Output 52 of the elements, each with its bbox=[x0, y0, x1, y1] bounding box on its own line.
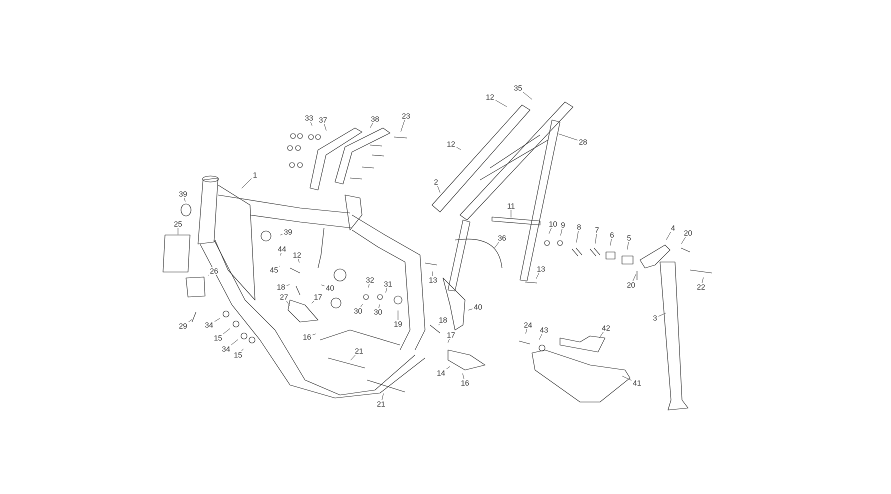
leader-line bbox=[522, 92, 532, 100]
leader-line bbox=[681, 236, 686, 244]
leader-line bbox=[214, 318, 220, 322]
leader-line bbox=[446, 366, 450, 370]
leader-line bbox=[632, 274, 636, 282]
leader-line bbox=[437, 186, 440, 193]
leader-line bbox=[666, 232, 671, 240]
leader-line bbox=[558, 134, 578, 140]
leader-line bbox=[432, 271, 433, 276]
leader-line bbox=[241, 348, 244, 352]
leader-line bbox=[627, 242, 629, 250]
leader-line bbox=[312, 334, 316, 336]
leader-line bbox=[538, 334, 542, 340]
leader-line bbox=[382, 393, 384, 400]
leader-line bbox=[599, 332, 604, 338]
leader-line bbox=[658, 312, 666, 317]
leader-line bbox=[385, 288, 388, 293]
leader-line bbox=[324, 124, 327, 131]
leader-line bbox=[286, 300, 290, 306]
leader-line bbox=[560, 228, 562, 236]
leader-line bbox=[536, 272, 540, 279]
leader-line bbox=[702, 277, 704, 284]
leader-line bbox=[494, 242, 500, 248]
leader-line bbox=[280, 252, 282, 256]
leader-line bbox=[548, 228, 552, 234]
leader-line bbox=[280, 234, 283, 236]
leader-line bbox=[370, 122, 374, 128]
leader-line bbox=[360, 304, 363, 308]
leader-line bbox=[230, 339, 238, 346]
leader-line bbox=[222, 328, 230, 334]
leader-line bbox=[378, 304, 380, 308]
leader-line bbox=[298, 258, 300, 263]
leader-line bbox=[310, 122, 312, 126]
leader-line bbox=[495, 100, 508, 107]
leader-line bbox=[350, 354, 356, 360]
leader-line bbox=[595, 234, 597, 244]
leader-line bbox=[468, 308, 473, 310]
leader-line bbox=[400, 120, 405, 132]
leader-line bbox=[525, 328, 528, 334]
leader-line bbox=[368, 284, 370, 288]
leader-line bbox=[462, 373, 464, 380]
leader-line bbox=[321, 284, 325, 286]
leader-line bbox=[184, 198, 186, 202]
leader-line bbox=[456, 147, 462, 150]
leader-line bbox=[286, 284, 290, 286]
leader-line bbox=[610, 238, 612, 246]
leader-line bbox=[510, 210, 512, 218]
leader-line bbox=[576, 230, 579, 243]
leader-line bbox=[448, 338, 450, 343]
leader-line bbox=[188, 319, 192, 322]
leader-line bbox=[622, 376, 632, 381]
leader-line bbox=[242, 178, 252, 188]
